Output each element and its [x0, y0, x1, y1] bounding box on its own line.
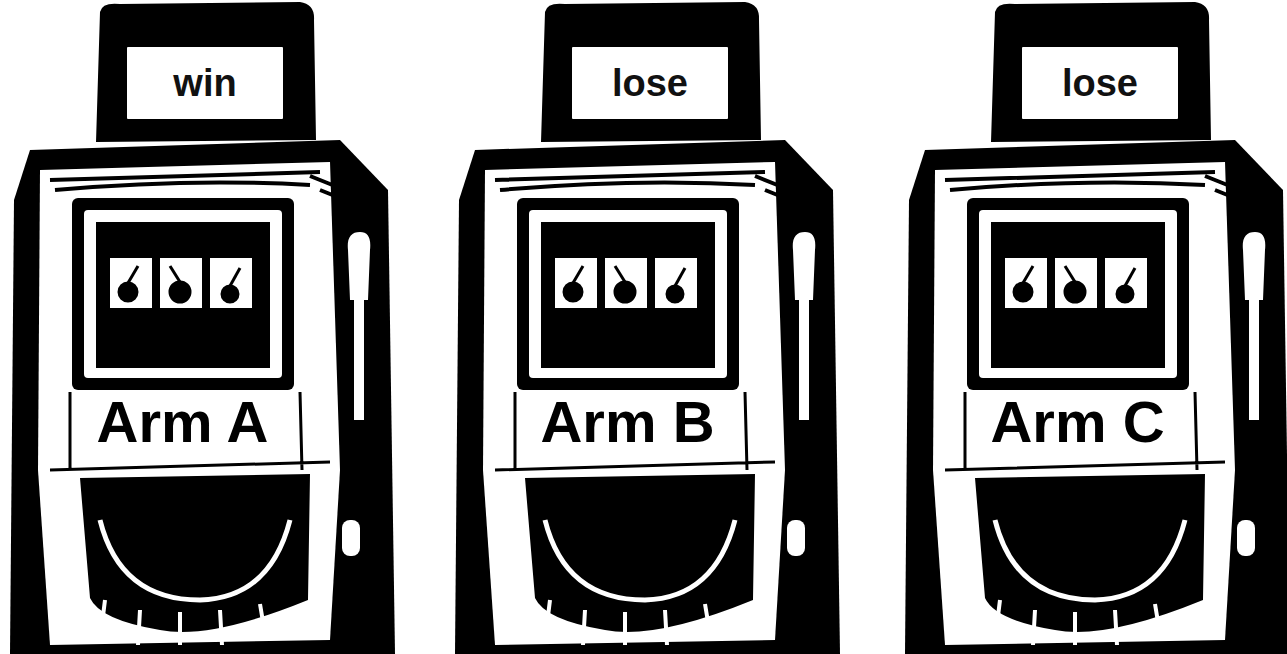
display-window: lose	[1017, 42, 1183, 124]
display-window: win	[122, 42, 288, 124]
slot-machine-body: Arm B lose	[455, 0, 835, 654]
arm-label-area: Arm C	[905, 392, 1250, 453]
slot-machine	[455, 2, 840, 654]
slot-machine-body: Arm A win	[10, 0, 390, 654]
slot-machine	[10, 2, 395, 654]
display-window: lose	[567, 42, 733, 124]
slot-machine-body: Arm C lose	[905, 0, 1285, 654]
display-text: win	[173, 64, 236, 102]
display-text: lose	[612, 64, 688, 102]
display-text: lose	[1062, 64, 1138, 102]
slot-machine	[905, 2, 1287, 654]
arm-label-area: Arm A	[10, 392, 355, 453]
arm-label: Arm B	[455, 392, 800, 453]
arm-label: Arm C	[905, 392, 1250, 453]
arm-label-area: Arm B	[455, 392, 800, 453]
arm-label: Arm A	[10, 392, 355, 453]
